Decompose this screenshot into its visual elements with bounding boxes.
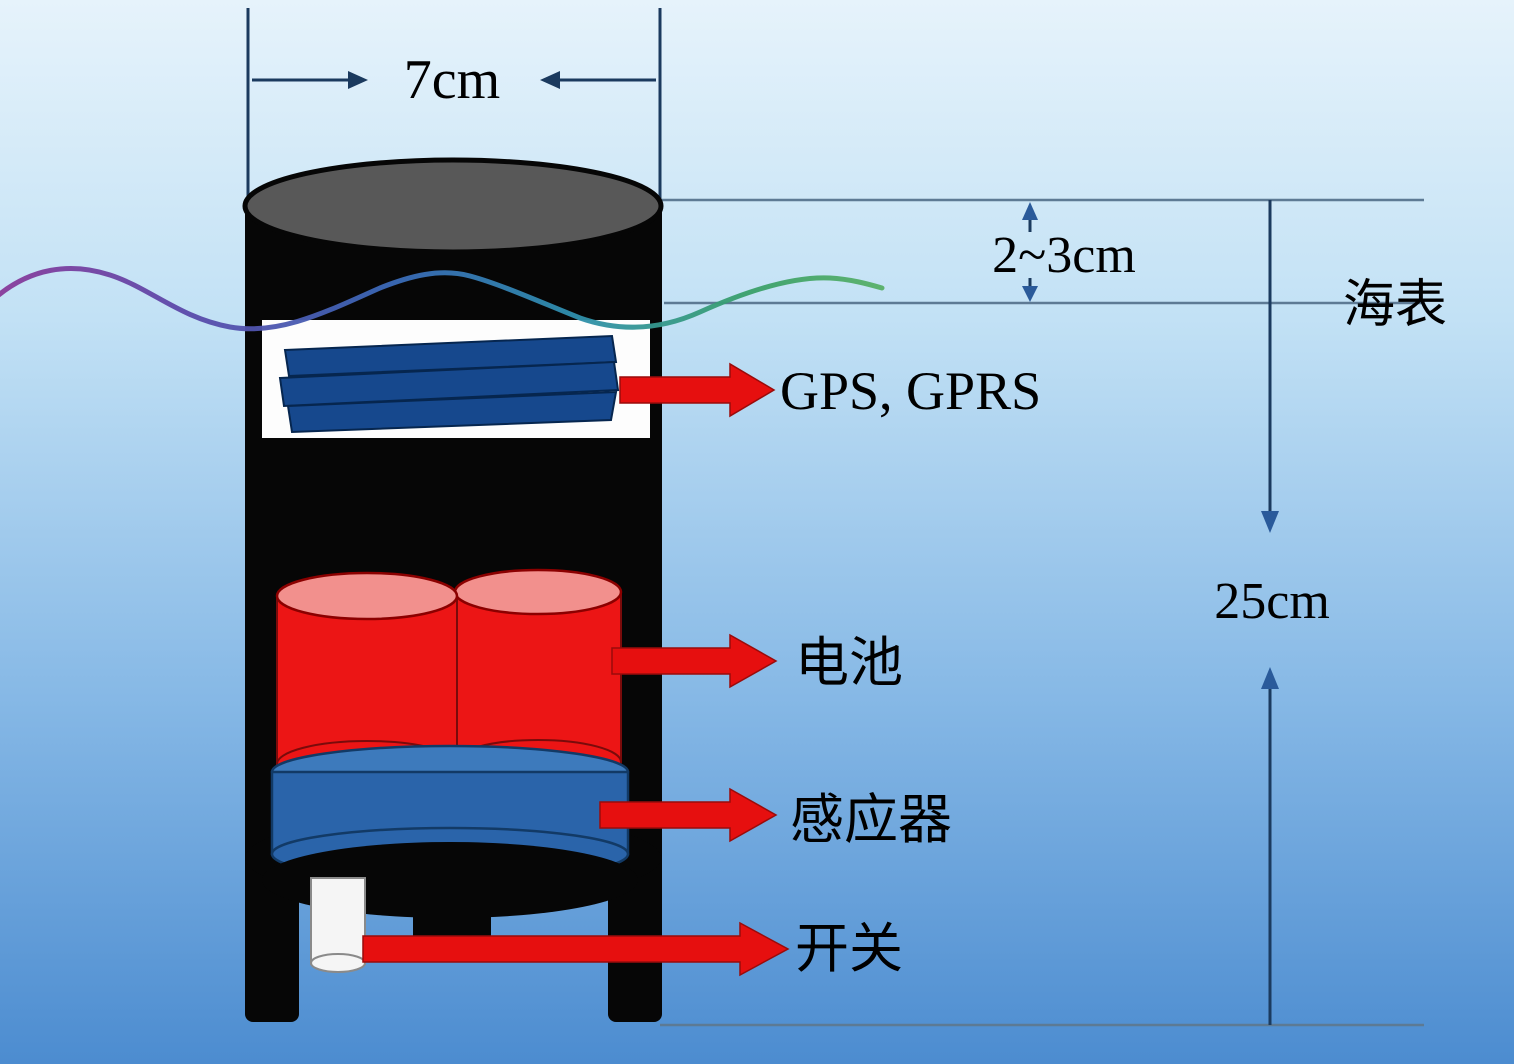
switch-cylinder — [310, 877, 366, 965]
callout-arrows — [362, 362, 790, 977]
electronics-window — [262, 320, 650, 438]
circuit-board-2 — [278, 360, 620, 408]
dimension-lines — [246, 8, 1424, 1027]
buoy-top-cap — [242, 157, 664, 255]
sensor-label: 感应器 — [790, 790, 952, 850]
circuit-board-3 — [286, 390, 618, 434]
height-dimension-label: 25cm — [1214, 573, 1330, 630]
battery-right-top — [453, 568, 623, 616]
gps-label: GPS, GPRS — [780, 361, 1041, 421]
sea-surface-label: 海表 — [1343, 277, 1447, 334]
freeboard-arrow-bottom-head — [1022, 286, 1038, 302]
switch-label: 开关 — [795, 919, 903, 979]
sensor-callout-arrow — [599, 787, 778, 843]
gps-callout-arrow — [619, 362, 776, 418]
height-arrow-upper-head — [1261, 511, 1279, 533]
battery-label: 电池 — [795, 633, 903, 693]
circuit-board-1 — [283, 334, 618, 378]
battery-right-body — [454, 591, 622, 763]
freeboard-arrow-top-head — [1022, 202, 1038, 220]
battery-left-body — [276, 595, 458, 765]
battery-pack — [275, 568, 623, 788]
width-arrow-right-head — [540, 71, 560, 89]
height-arrow-lower-head — [1261, 667, 1279, 689]
sea-surface-wave — [0, 266, 885, 332]
switch-cylinder-bottom — [310, 953, 366, 973]
width-arrow-left-head — [348, 71, 368, 89]
battery-callout-arrow — [611, 633, 778, 689]
freeboard-dimension-label: 2~3cm — [992, 227, 1136, 284]
battery-left-top — [275, 571, 459, 621]
switch-callout-arrow — [362, 921, 790, 977]
width-dimension-label: 7cm — [404, 49, 500, 111]
